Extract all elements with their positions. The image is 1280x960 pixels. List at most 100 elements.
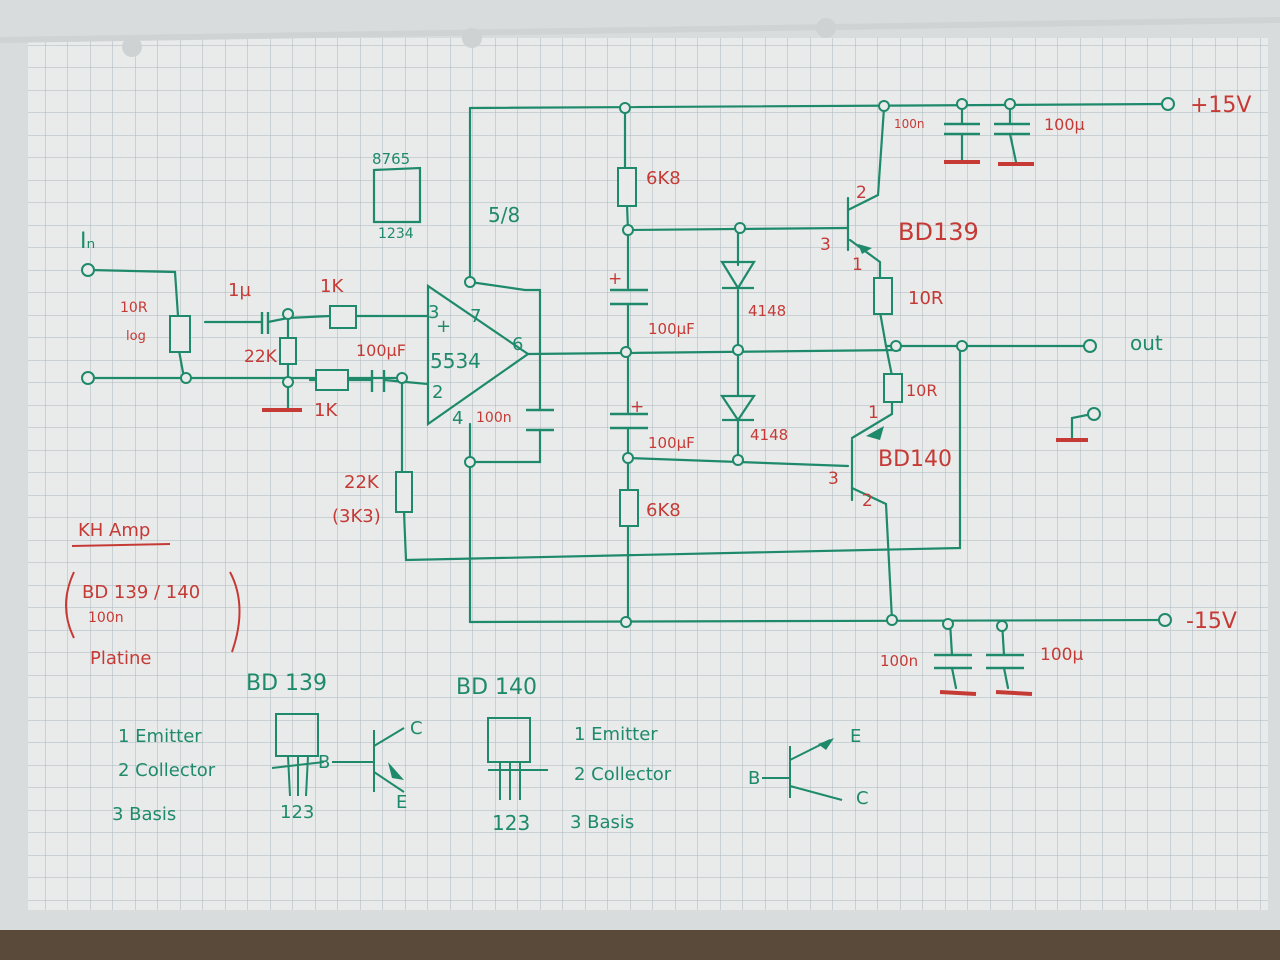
resistor-6k8-bottom [619, 489, 639, 527]
label-c-100u-bottom: 100µ [1040, 645, 1083, 665]
cap-100u-rail-top [994, 122, 1030, 136]
transistor-arrows [858, 244, 884, 440]
label-left-list-1: 1 Emitter [118, 726, 202, 747]
label-d-bottom: 4148 [750, 426, 788, 444]
bd139-emitter-arrow [858, 244, 872, 254]
resistor-10r-top [873, 277, 893, 315]
resistor-1k-bottom [315, 369, 349, 391]
label-plus15: +15V [1190, 93, 1251, 118]
label-r-22k-fb: 22K [344, 472, 380, 493]
label-r-22k-input: 22K [244, 347, 278, 367]
cap-1u [260, 312, 270, 334]
junctions [180, 98, 1016, 632]
bd139-symbol [332, 727, 405, 793]
label-bd140-title: BD 140 [456, 675, 537, 700]
label-sym-b2: B [748, 768, 760, 789]
label-note-line2: 100n [88, 610, 124, 626]
resistor-6k8-top [617, 167, 637, 207]
label-bd139-pins: 123 [280, 802, 314, 823]
label-pin-plus: + [436, 316, 451, 337]
label-q-bot-pin2: 2 [862, 491, 873, 511]
label-r-6k8-bottom: 6K8 [646, 500, 681, 521]
label-r-1k-bottom: 1K [314, 400, 338, 421]
label-pins-bottom: 1234 [378, 226, 414, 242]
cap-100u-rail-bottom [986, 653, 1024, 670]
pinout-drawings [271, 713, 843, 801]
label-sym-b: B [318, 752, 330, 773]
input-terminal-bottom [81, 371, 95, 385]
label-note-line1: BD 139 / 140 [82, 582, 200, 603]
label-sym-c2: C [856, 788, 869, 809]
label-r-1k-top: 1K [320, 276, 344, 297]
label-left-list-3: 3 Basis [112, 804, 176, 825]
note-bracket-left [65, 571, 75, 639]
label-pin6: 6 [512, 334, 523, 355]
label-sym-e2: E [850, 726, 861, 747]
label-c-100n-bottom: 100n [880, 652, 918, 670]
cap-100n-op [526, 408, 554, 432]
cap-100uf-bottom [610, 412, 648, 430]
label-right-list-2: 2 Collector [574, 764, 672, 785]
note-underline [71, 543, 171, 547]
label-left-list-2: 2 Collector [118, 760, 216, 781]
paper-stack-edge [0, 17, 1280, 43]
label-sym-c: C [410, 718, 423, 739]
label-q-top-pin2: 2 [856, 183, 867, 203]
label-r-10r-bottom: 10R [906, 381, 937, 400]
label-c-1u: 1µ [228, 280, 251, 301]
label-pot-log: log [126, 329, 146, 344]
grid-paper [28, 38, 1268, 910]
punch-hole [122, 37, 142, 57]
label-pin7: 7 [470, 306, 481, 327]
label-note-line3: Platine [90, 648, 151, 669]
diode-bottom [719, 394, 757, 422]
label-sym-e: E [396, 792, 407, 813]
terminal-gnd [1087, 407, 1101, 421]
label-input: Iₙ [80, 229, 95, 254]
bd140-emitter-arrow [866, 426, 884, 440]
cap-100n-rail-bottom [934, 653, 972, 670]
label-pin4: 4 [452, 408, 463, 429]
punch-hole [816, 18, 836, 38]
label-pin3: 3 [428, 302, 439, 323]
bd140-symbol [762, 739, 843, 801]
bd139-symbol-arrow [388, 762, 404, 780]
cap-100uf-top [610, 288, 648, 306]
label-opamp: 5534 [430, 349, 481, 373]
pot-10r [169, 315, 191, 353]
label-q-top-pin3: 3 [820, 235, 831, 255]
diode-top [720, 260, 756, 291]
label-q-bot-pin1: 1 [868, 403, 879, 423]
ground-symbols [262, 160, 1088, 696]
label-q-top-pin1: 1 [852, 255, 863, 275]
note-bracket-right [229, 571, 241, 653]
terminal-plus15 [1161, 97, 1175, 111]
label-c-100n-top: 100n [894, 117, 925, 131]
resistor-10r-bottom [883, 373, 903, 403]
label-right-list-1: 1 Emitter [574, 724, 658, 745]
label-c-100uf-fb: 100µF [356, 341, 406, 360]
label-c-100n-op: 100n [476, 410, 512, 426]
terminals [81, 97, 1175, 627]
diodes [719, 260, 757, 422]
label-bd139-title: BD 139 [246, 671, 327, 696]
input-terminal-top [81, 263, 95, 277]
label-c-bottom-plus: + [630, 397, 644, 417]
label-c-100uf-top: 100µF [648, 320, 695, 338]
label-r-6k8-top: 6K8 [646, 168, 681, 189]
label-dip: 5/8 [488, 203, 520, 227]
label-pins-top: 8765 [372, 150, 410, 168]
capacitors [260, 122, 1030, 670]
label-c-100uf-bottom: 100µF [648, 434, 695, 452]
label-r-3k3: (3K3) [332, 506, 381, 527]
label-note-title: KH Amp [78, 520, 150, 541]
label-q-bottom: BD140 [878, 447, 952, 472]
resistor-1k-top [329, 305, 357, 329]
label-c-100u-top: 100µ [1044, 115, 1085, 134]
label-bd140-pins: 123 [492, 811, 530, 835]
green-labels: Iₙ 5534 3 + 2 4 7 6 8765 1234 5/8 out BD… [80, 150, 1163, 835]
label-pot: 10R [120, 300, 148, 316]
resistor-22k-input [279, 337, 297, 365]
bd140-symbol-arrow [818, 738, 834, 750]
